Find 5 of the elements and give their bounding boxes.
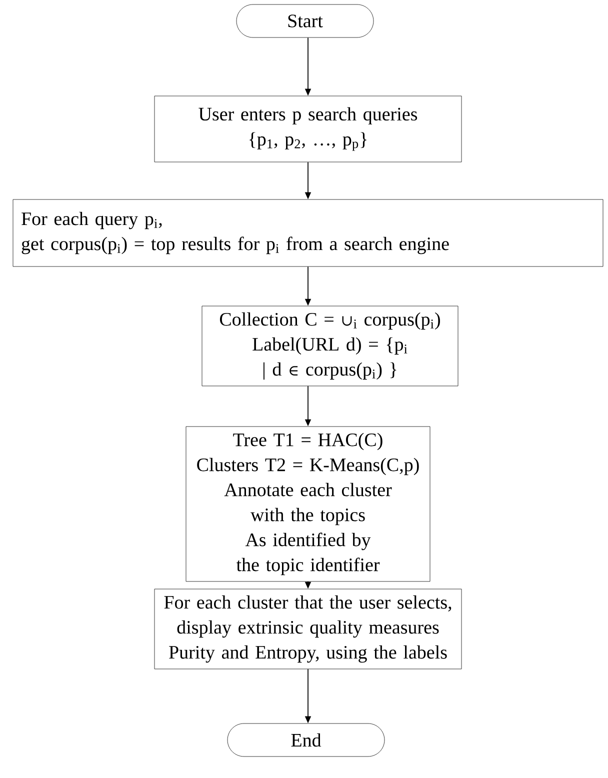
process-box: For each query p$_{i}$, get corpus(p$_{i}$) = top results for p$_{i}$ from a search engine [12, 199, 604, 267]
process-box: Tree T1 = HAC(C) Clusters T2 = K-Means(C,p) Annotate each cluster with the topics As identified by the topic identifier [186, 426, 430, 582]
process-box: For each cluster that the user selects, display extrinsic quality measures Purity and Entropy, using the labels [154, 588, 462, 670]
process-box: Collection C = ∪$_{i}$ corpus(p$_{i}$) Label(URL d) = {p$_{i}$ | d ∈ corpus(p$_{i}$) } [202, 306, 458, 386]
process-box: User enters p search queries {p$_{1}$, p$_{2}$, …, p$_{p}$} [154, 96, 462, 162]
